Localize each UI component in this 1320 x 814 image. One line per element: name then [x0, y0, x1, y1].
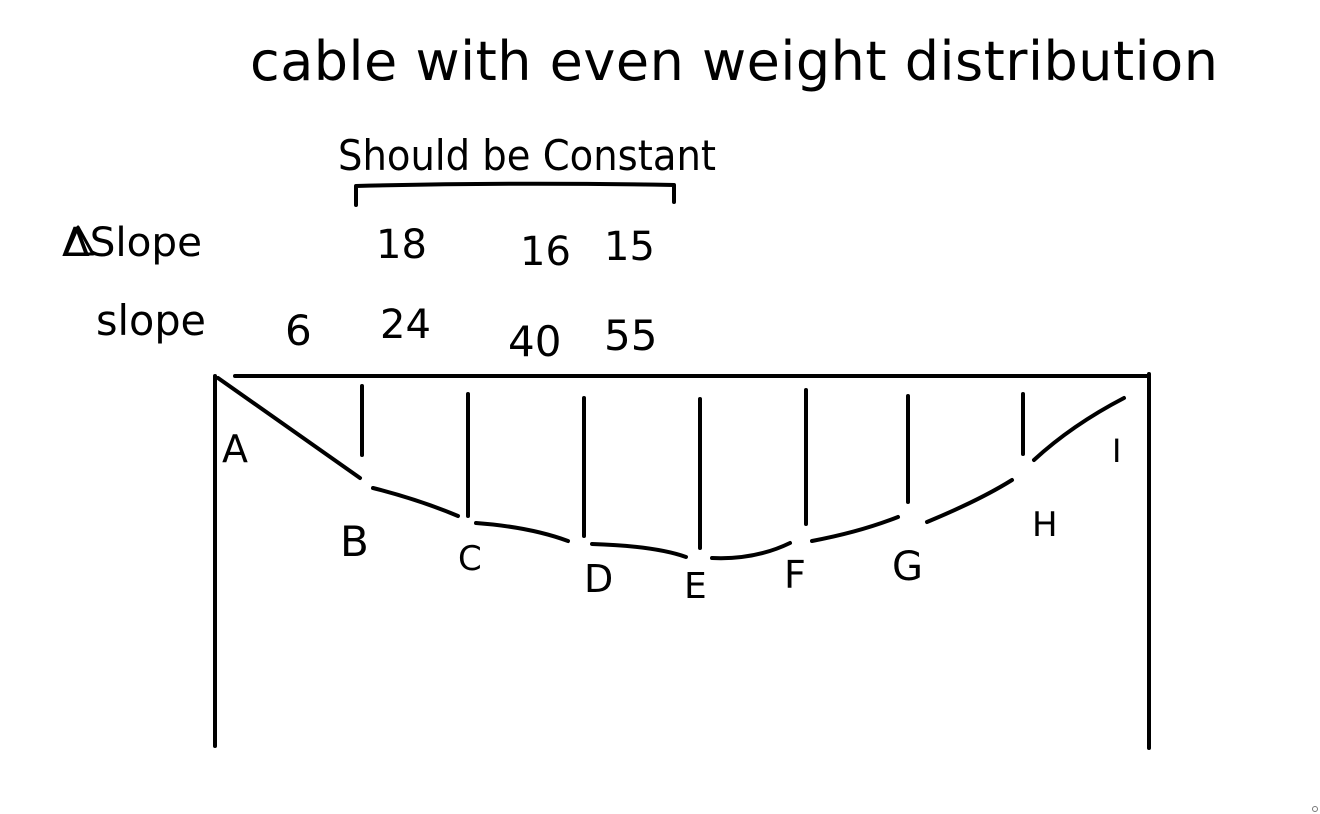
constant-annotation: Should be Constant — [338, 131, 716, 180]
delta-symbol — [64, 225, 95, 256]
constant-bracket — [354, 181, 676, 207]
point-label-A: A — [222, 427, 248, 471]
delta-slope-value-2: 16 — [520, 229, 571, 275]
delta-slope-value-1: 18 — [376, 222, 427, 268]
cable-segment-AB — [216, 376, 362, 480]
point-label-I: I — [1112, 432, 1121, 470]
point-label-B: B — [340, 517, 369, 566]
cable-segment-DE — [590, 542, 688, 559]
cable-segment-HI — [1032, 396, 1126, 462]
point-label-D: D — [584, 557, 613, 601]
page-title: cable with even weight distribution — [250, 30, 1219, 93]
cable-segment-GH — [925, 478, 1014, 524]
point-label-C: C — [458, 539, 482, 579]
cable-segment-BC — [371, 486, 460, 518]
delta-slope-value-3: 15 — [604, 224, 655, 270]
cable-segment-EF — [710, 541, 792, 561]
slope-value-2: 24 — [380, 302, 431, 348]
point-label-H: H — [1032, 505, 1058, 545]
slope-label: slope — [96, 296, 206, 345]
cable-segment-CD — [474, 521, 570, 543]
slope-value-4: 55 — [604, 311, 657, 360]
delta-slope-label: ΔSlope — [62, 220, 202, 266]
point-label-E: E — [684, 566, 707, 607]
point-label-G: G — [892, 544, 923, 590]
corner-dot — [1312, 806, 1318, 812]
point-label-F: F — [784, 553, 806, 597]
cable-segment-FG — [810, 515, 900, 543]
slope-value-3: 40 — [508, 317, 561, 366]
slope-value-1: 6 — [285, 306, 312, 355]
